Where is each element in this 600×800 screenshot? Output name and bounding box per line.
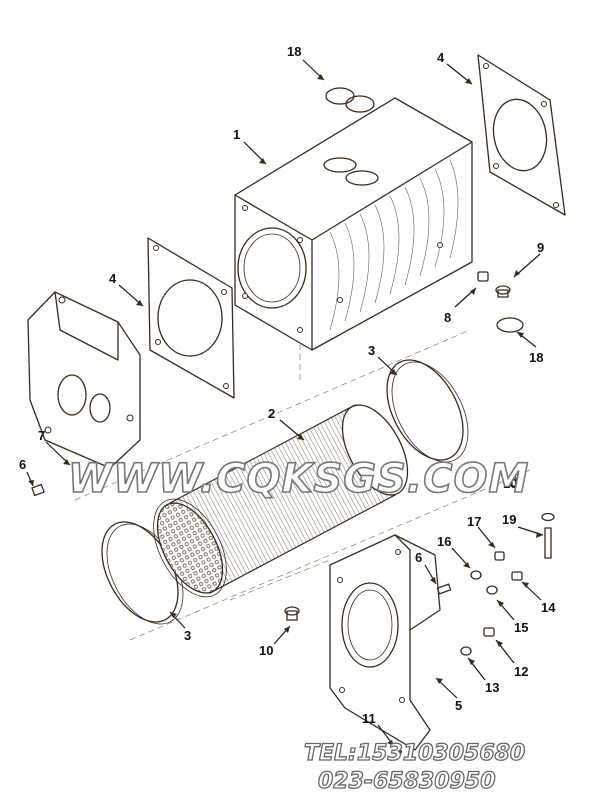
plug-10-bottom <box>284 606 300 621</box>
assembly-centerlines <box>74 329 531 641</box>
callout-1: 1 <box>233 127 240 142</box>
o-ring-18-small <box>496 317 524 333</box>
callout-10-top: 10 <box>503 476 517 491</box>
plug-8 <box>477 271 489 282</box>
plug-12 <box>483 627 495 637</box>
callout-6-right: 6 <box>415 550 422 565</box>
callout-11: 11 <box>362 711 376 726</box>
washer-16 <box>470 570 482 580</box>
gasket-left <box>147 237 235 399</box>
watermark-site: WWW.CQKSGS.COM <box>68 456 529 502</box>
end-cover-left <box>27 291 141 469</box>
cooler-housing <box>234 97 473 351</box>
callout-18-right: 18 <box>529 350 543 365</box>
callout-15: 15 <box>514 620 528 635</box>
callout-3-right: 3 <box>368 343 375 358</box>
leader-lines <box>26 59 544 747</box>
gasket-right <box>477 54 566 216</box>
callout-16: 16 <box>437 534 451 549</box>
washer-15 <box>486 585 498 595</box>
screw-left <box>31 483 45 497</box>
o-ring-pair-top <box>325 87 375 113</box>
callout-8: 8 <box>444 310 451 325</box>
watermark-tel: TEL:15310305680 <box>304 741 525 766</box>
callout-13: 13 <box>485 680 499 695</box>
end-cover-right <box>329 534 441 751</box>
callout-14: 14 <box>541 600 556 615</box>
callout-3-left: 3 <box>184 628 191 643</box>
callout-9: 9 <box>537 240 544 255</box>
callout-4-left: 4 <box>109 271 117 286</box>
screw-6-right <box>436 583 452 595</box>
callout-5: 5 <box>455 698 462 713</box>
callout-19: 19 <box>502 512 516 527</box>
callout-2: 2 <box>268 406 275 421</box>
pin-19 <box>541 512 555 559</box>
tube-bundle <box>153 404 409 598</box>
plug-10-top <box>506 476 517 487</box>
plug-11 <box>394 749 402 755</box>
watermark-phone: 023-65830950 <box>318 769 496 794</box>
washer-13 <box>460 646 472 656</box>
callout-labels: 18 1 4 9 8 18 4 3 2 7 6 10 17 19 16 6 14… <box>19 44 556 726</box>
callout-4-right: 4 <box>437 50 445 65</box>
callout-6-left: 6 <box>19 457 26 472</box>
callout-17: 17 <box>467 514 481 529</box>
callout-18-top: 18 <box>287 44 301 59</box>
plug-9 <box>495 285 511 298</box>
callout-10-bottom: 10 <box>259 643 273 658</box>
callout-12: 12 <box>514 664 528 679</box>
seal-ring-right <box>386 359 469 463</box>
plug-14 <box>511 571 523 581</box>
plug-17 <box>494 551 505 561</box>
callout-7: 7 <box>38 428 45 443</box>
